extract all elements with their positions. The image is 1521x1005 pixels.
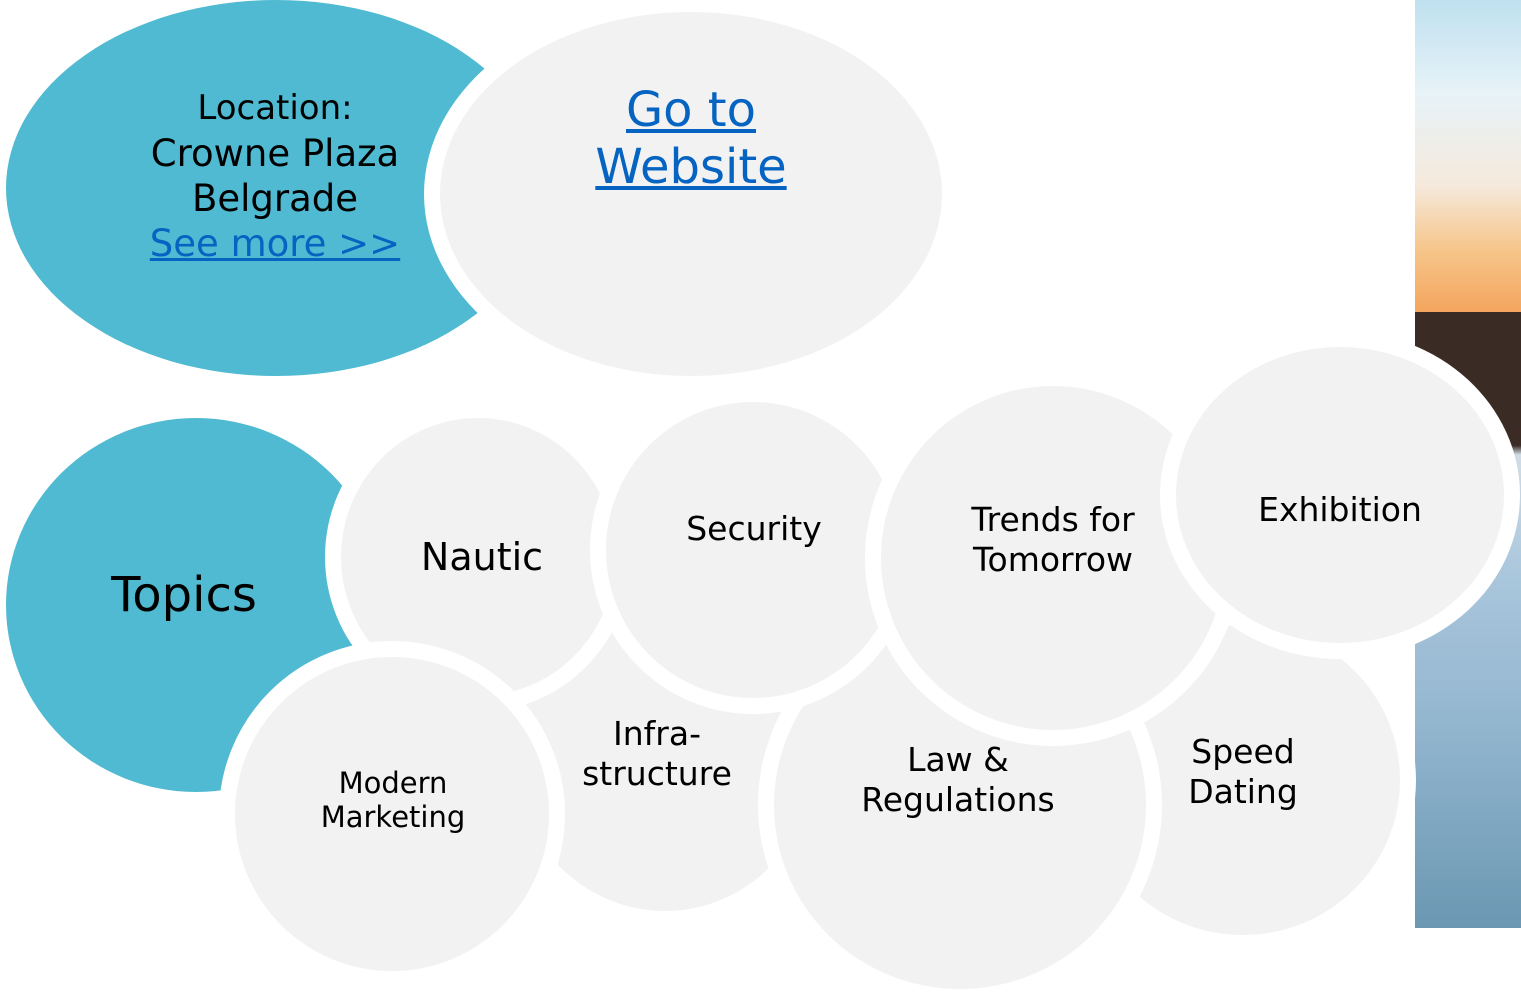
topic-speed-label: Speed Dating (1188, 732, 1298, 811)
location-text: Location: Crowne Plaza Belgrade See more… (80, 86, 470, 266)
topic-nautic-label: Nautic (420, 535, 544, 579)
topic-trends-label: Trends for Tomorrow (971, 500, 1135, 579)
website-bubble[interactable]: Go to Website (424, 0, 958, 392)
location-label: Location (197, 88, 342, 128)
topic-exhibition-label: Exhibition (1258, 490, 1422, 529)
topics-title: Topics (111, 567, 257, 623)
topic-law-label: Law & Regulations (861, 740, 1055, 819)
see-more-link[interactable]: See more >> (149, 222, 401, 265)
topic-infra-label: Infra- structure (582, 714, 732, 793)
website-link-line2[interactable]: Website (595, 139, 787, 195)
topic-security-label: Security (686, 509, 822, 548)
venue-name: Crowne Plaza (150, 132, 400, 175)
venue-city: Belgrade (191, 177, 359, 220)
topics-bubble: Topics (6, 418, 386, 792)
website-link-line1[interactable]: Go to (625, 82, 756, 138)
topic-marketing-label: Modern Marketing (320, 766, 466, 834)
